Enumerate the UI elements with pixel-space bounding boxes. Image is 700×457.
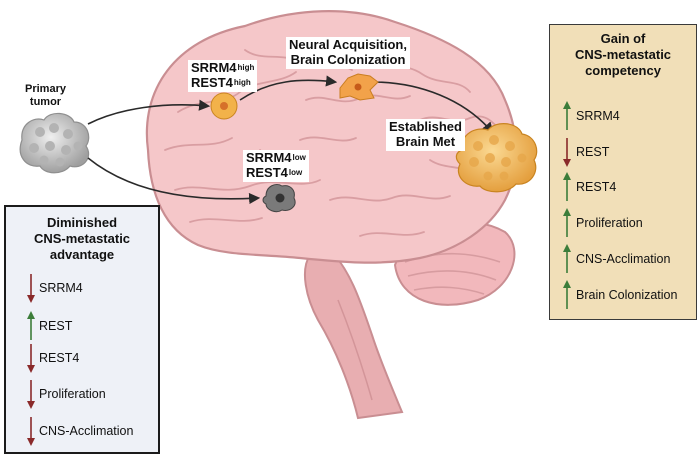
up-arrow-icon	[563, 101, 571, 130]
gain-item-cns-acclimation: CNS-Acclimation	[550, 244, 696, 274]
up-arrow-icon	[563, 244, 571, 273]
down-arrow-icon	[27, 380, 35, 409]
arrow-acquisition-to-met	[371, 81, 494, 134]
neural-acquisition-cell	[339, 73, 379, 101]
gain-item-srrm4: SRRM4	[550, 101, 696, 131]
down-arrow-icon	[563, 138, 571, 167]
diminished-item-rest: REST	[6, 311, 158, 341]
up-arrow-icon	[563, 280, 571, 309]
primary-tumor	[19, 112, 90, 174]
gain-item-proliferation: Proliferation	[550, 208, 696, 238]
diminished-panel-title: Diminished CNS-metastatic advantage	[33, 215, 131, 262]
diminished-item-cns-acclimation: CNS-Acclimation	[6, 416, 158, 446]
down-arrow-icon	[27, 274, 35, 303]
down-arrow-icon	[27, 417, 35, 446]
diminished-item-rest4: REST4	[6, 343, 158, 373]
srrm4-high-label: SRRM4high REST4high	[188, 60, 258, 92]
neural-acquisition-label: Neural Acquisition, Brain Colonization	[286, 37, 410, 69]
established-brain-met-label: Established Brain Met	[386, 119, 465, 151]
gain-panel-title: Gain of CNS-metastatic competency	[574, 31, 672, 78]
gain-competency-panel: Gain of CNS-metastatic competency SRRM4 …	[549, 24, 697, 320]
gain-item-rest4: REST4	[550, 172, 696, 202]
down-arrow-icon	[27, 344, 35, 373]
diminished-advantage-panel: Diminished CNS-metastatic advantage SRRM…	[4, 205, 160, 454]
srrm4-low-label: SRRM4low REST4low	[243, 150, 309, 182]
up-arrow-icon	[563, 208, 571, 237]
brain-stem	[303, 248, 404, 420]
srrm4-high-cell	[210, 92, 238, 120]
brain-met-tumor	[455, 123, 538, 193]
up-arrow-icon	[563, 172, 571, 201]
arrow-primary-to-high	[87, 99, 211, 125]
diminished-item-proliferation: Proliferation	[6, 379, 158, 409]
srrm4-low-cell	[262, 183, 296, 213]
arrow-primary-to-low	[87, 157, 261, 205]
gain-item-rest: REST	[550, 137, 696, 167]
up-arrow-icon	[27, 311, 35, 340]
arrow-high-to-acquisition	[239, 75, 338, 101]
gain-item-brain-colonization: Brain Colonization	[550, 280, 696, 310]
primary-tumor-label: Primary tumor	[25, 83, 66, 108]
diminished-item-srrm4: SRRM4	[6, 273, 158, 303]
arrows	[87, 75, 494, 205]
